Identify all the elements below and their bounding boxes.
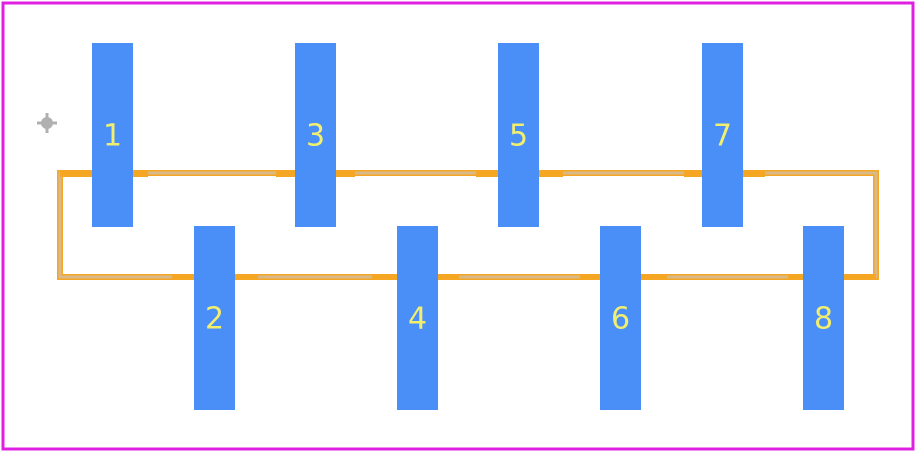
crosshair-icon: [37, 113, 57, 133]
pad-label: 4: [408, 302, 427, 337]
pad-4[interactable]: 4: [397, 226, 438, 410]
pad-label: 1: [103, 119, 122, 154]
pad-group: 1 2 3 4 5 6 7 8: [92, 43, 844, 410]
pad-label: 7: [713, 119, 732, 154]
pad-5[interactable]: 5: [498, 43, 539, 227]
pad-2[interactable]: 2: [194, 226, 235, 410]
pad-label: 3: [306, 119, 325, 154]
pad-1[interactable]: 1: [92, 43, 133, 227]
pad-8[interactable]: 8: [803, 226, 844, 410]
pad-7[interactable]: 7: [702, 43, 743, 227]
pad-6[interactable]: 6: [600, 226, 641, 410]
pad-label: 6: [611, 302, 630, 337]
pad-label: 5: [509, 119, 528, 154]
silkscreen-outline: [57, 170, 879, 280]
pad-3[interactable]: 3: [295, 43, 336, 227]
pad-label: 2: [205, 302, 224, 337]
pad-label: 8: [814, 302, 833, 337]
